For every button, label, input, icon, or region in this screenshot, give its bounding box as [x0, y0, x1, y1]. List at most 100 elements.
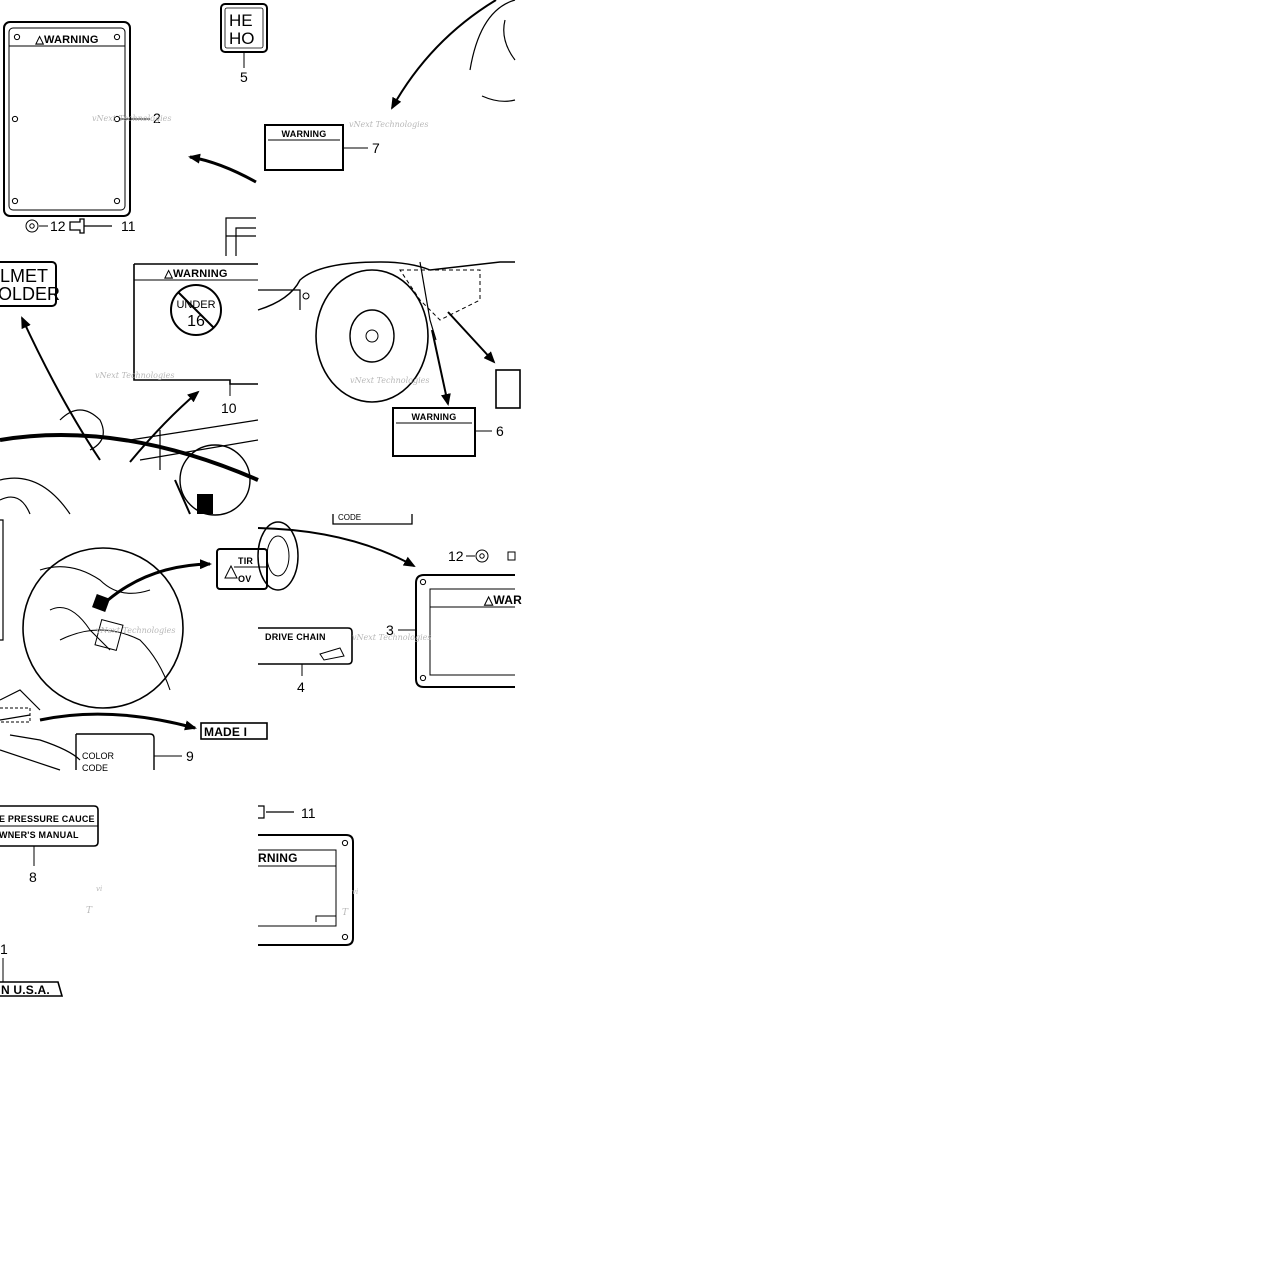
washer-icon [25, 219, 39, 233]
atv-body-line [0, 433, 259, 482]
rivet-hole [419, 578, 427, 586]
callout-7: 7 [372, 140, 380, 156]
rivet-icon [69, 218, 112, 234]
tile-warning-label-10: LMET OLDER △WARNING UNDER 16 10 vNext Te… [0, 261, 259, 516]
watermark: vNext Technologies [96, 626, 175, 635]
warning-label-10-text: △WARNING [163, 268, 227, 280]
rivet-hole [113, 197, 121, 205]
no-under-16-icon [170, 284, 222, 336]
rivet-hole [11, 115, 19, 123]
callout-12-b: 12 [448, 548, 464, 564]
drive-chain-decal-4 [258, 627, 353, 665]
gauge-fragment [179, 444, 251, 516]
callout-8: 8 [29, 869, 37, 885]
helmet-holder-decal-full [0, 261, 57, 307]
decal-location-dashed [399, 269, 481, 321]
warning-label-6-text: WARNING [412, 412, 457, 422]
tile-tire-pressure-decal-8: E PRESSURE CAUCE WNER'S MANUAL 8 1 N U.S… [0, 805, 102, 997]
tire-bottom-text: OV [238, 574, 251, 584]
wheel-fragment [257, 521, 299, 591]
tile-detail-labels-8-9: TIR OV MADE I COLOR CODE 9 vNext Technol… [0, 519, 268, 773]
pointer-arrow [391, 0, 497, 110]
watermark: vi [352, 888, 358, 896]
tile-warning-label-6: WARNING 6 vNext Technologies [257, 261, 521, 457]
watermark: vNext Technologies [92, 114, 171, 123]
rack-fragment [225, 217, 256, 256]
made-in-usa-text: N U.S.A. [1, 983, 50, 997]
watermark: vNext Technologies [95, 371, 174, 380]
callout-2: 2 [153, 110, 161, 126]
warning-label-3-text: △WAR [483, 593, 522, 607]
under-16-top-text: UNDER [176, 299, 215, 311]
pointer-arrow [447, 311, 496, 364]
callout-4: 4 [297, 679, 305, 695]
owners-manual-text: WNER'S MANUAL [0, 830, 79, 840]
decal-fragment [495, 369, 521, 409]
wheel-hub [349, 309, 395, 363]
color-code-decal [75, 733, 155, 770]
pointer-arrow [257, 527, 416, 567]
watermark: vi [96, 885, 102, 893]
watermark: vNext Technologies [349, 120, 428, 129]
warning-label-2-text: △WARNING [34, 34, 98, 46]
pointer-arrow [431, 329, 451, 406]
rivet-hole [341, 933, 349, 941]
tire-top-text: TIR [238, 556, 253, 566]
made-in-decal-fragment [200, 722, 268, 740]
under-16-number-text: 16 [187, 313, 205, 330]
warning-label-1-text: RNING [258, 851, 298, 865]
rivet-hole [113, 115, 121, 123]
callout-10: 10 [221, 400, 237, 416]
warning-decal-6 [392, 407, 476, 457]
pointer-arrow [107, 559, 212, 602]
tile-warning-plate-1: 11 RNING vi T [258, 805, 358, 946]
rivet-hole [113, 33, 121, 41]
watermark: T [86, 906, 93, 916]
callout-12-a: 12 [50, 218, 66, 234]
made-in-usa-decal-1 [0, 981, 64, 997]
detail-body-fragment [39, 566, 171, 691]
pointer-arrow [129, 390, 200, 463]
rivet-hole [11, 197, 19, 205]
wheel-fragment [469, 0, 516, 71]
callout-3: 3 [386, 622, 394, 638]
made-in-text: MADE I [204, 725, 247, 739]
pointer-arrow [21, 316, 101, 461]
atv-fender-fragment [257, 261, 515, 311]
helmet-holder-top-text: HE [229, 11, 253, 30]
helmet-holder-full-bottom-text: OLDER [0, 284, 60, 304]
oil-can-icon [319, 647, 345, 661]
callout-9: 9 [186, 748, 194, 764]
rivet-hole [419, 674, 427, 682]
watermark: T [342, 908, 349, 918]
decal-location-mark [92, 594, 110, 612]
callout-11-b: 11 [301, 805, 316, 821]
color-code-bottom-text: CODE [82, 763, 108, 773]
tire-pressure-text: E PRESSURE CAUCE [0, 814, 95, 824]
warning-label-7-text: WARNING [282, 129, 327, 139]
callout-5: 5 [240, 69, 248, 85]
rivet-hole [13, 33, 21, 41]
warning-plate-1 [258, 834, 354, 946]
tile-warning-label-2: △WARNING 2 12 11 HE HO 5 vNext Technolog… [3, 3, 268, 256]
callout-1: 1 [0, 941, 8, 957]
code-fragment-text: CODE [338, 513, 361, 522]
tire-pressure-decal-fragment [216, 548, 268, 590]
washer-icon [475, 549, 489, 563]
wheel-outline [315, 269, 429, 403]
decal-fragment [332, 514, 413, 525]
atv-rear-fragment [0, 689, 81, 761]
atv-body-fragment [0, 409, 104, 515]
helmet-holder-full-top-text: LMET [0, 266, 48, 286]
warning-decal-10-outline [133, 263, 258, 385]
watermark: vNext Technologies [352, 633, 431, 642]
tile-warning-label-3-4: CODE 12 △WAR 3 DRIVE CHAIN 4 vNext Techn… [257, 513, 522, 695]
callout-11-a: 11 [121, 218, 136, 234]
callout-6: 6 [496, 423, 504, 439]
detail-magnifier-circle [22, 547, 184, 709]
color-code-top-text: COLOR [82, 751, 115, 761]
drive-chain-text: DRIVE CHAIN [265, 632, 326, 642]
warning-plate-3 [415, 574, 515, 688]
helmet-holder-bottom-text: HO [229, 29, 255, 48]
